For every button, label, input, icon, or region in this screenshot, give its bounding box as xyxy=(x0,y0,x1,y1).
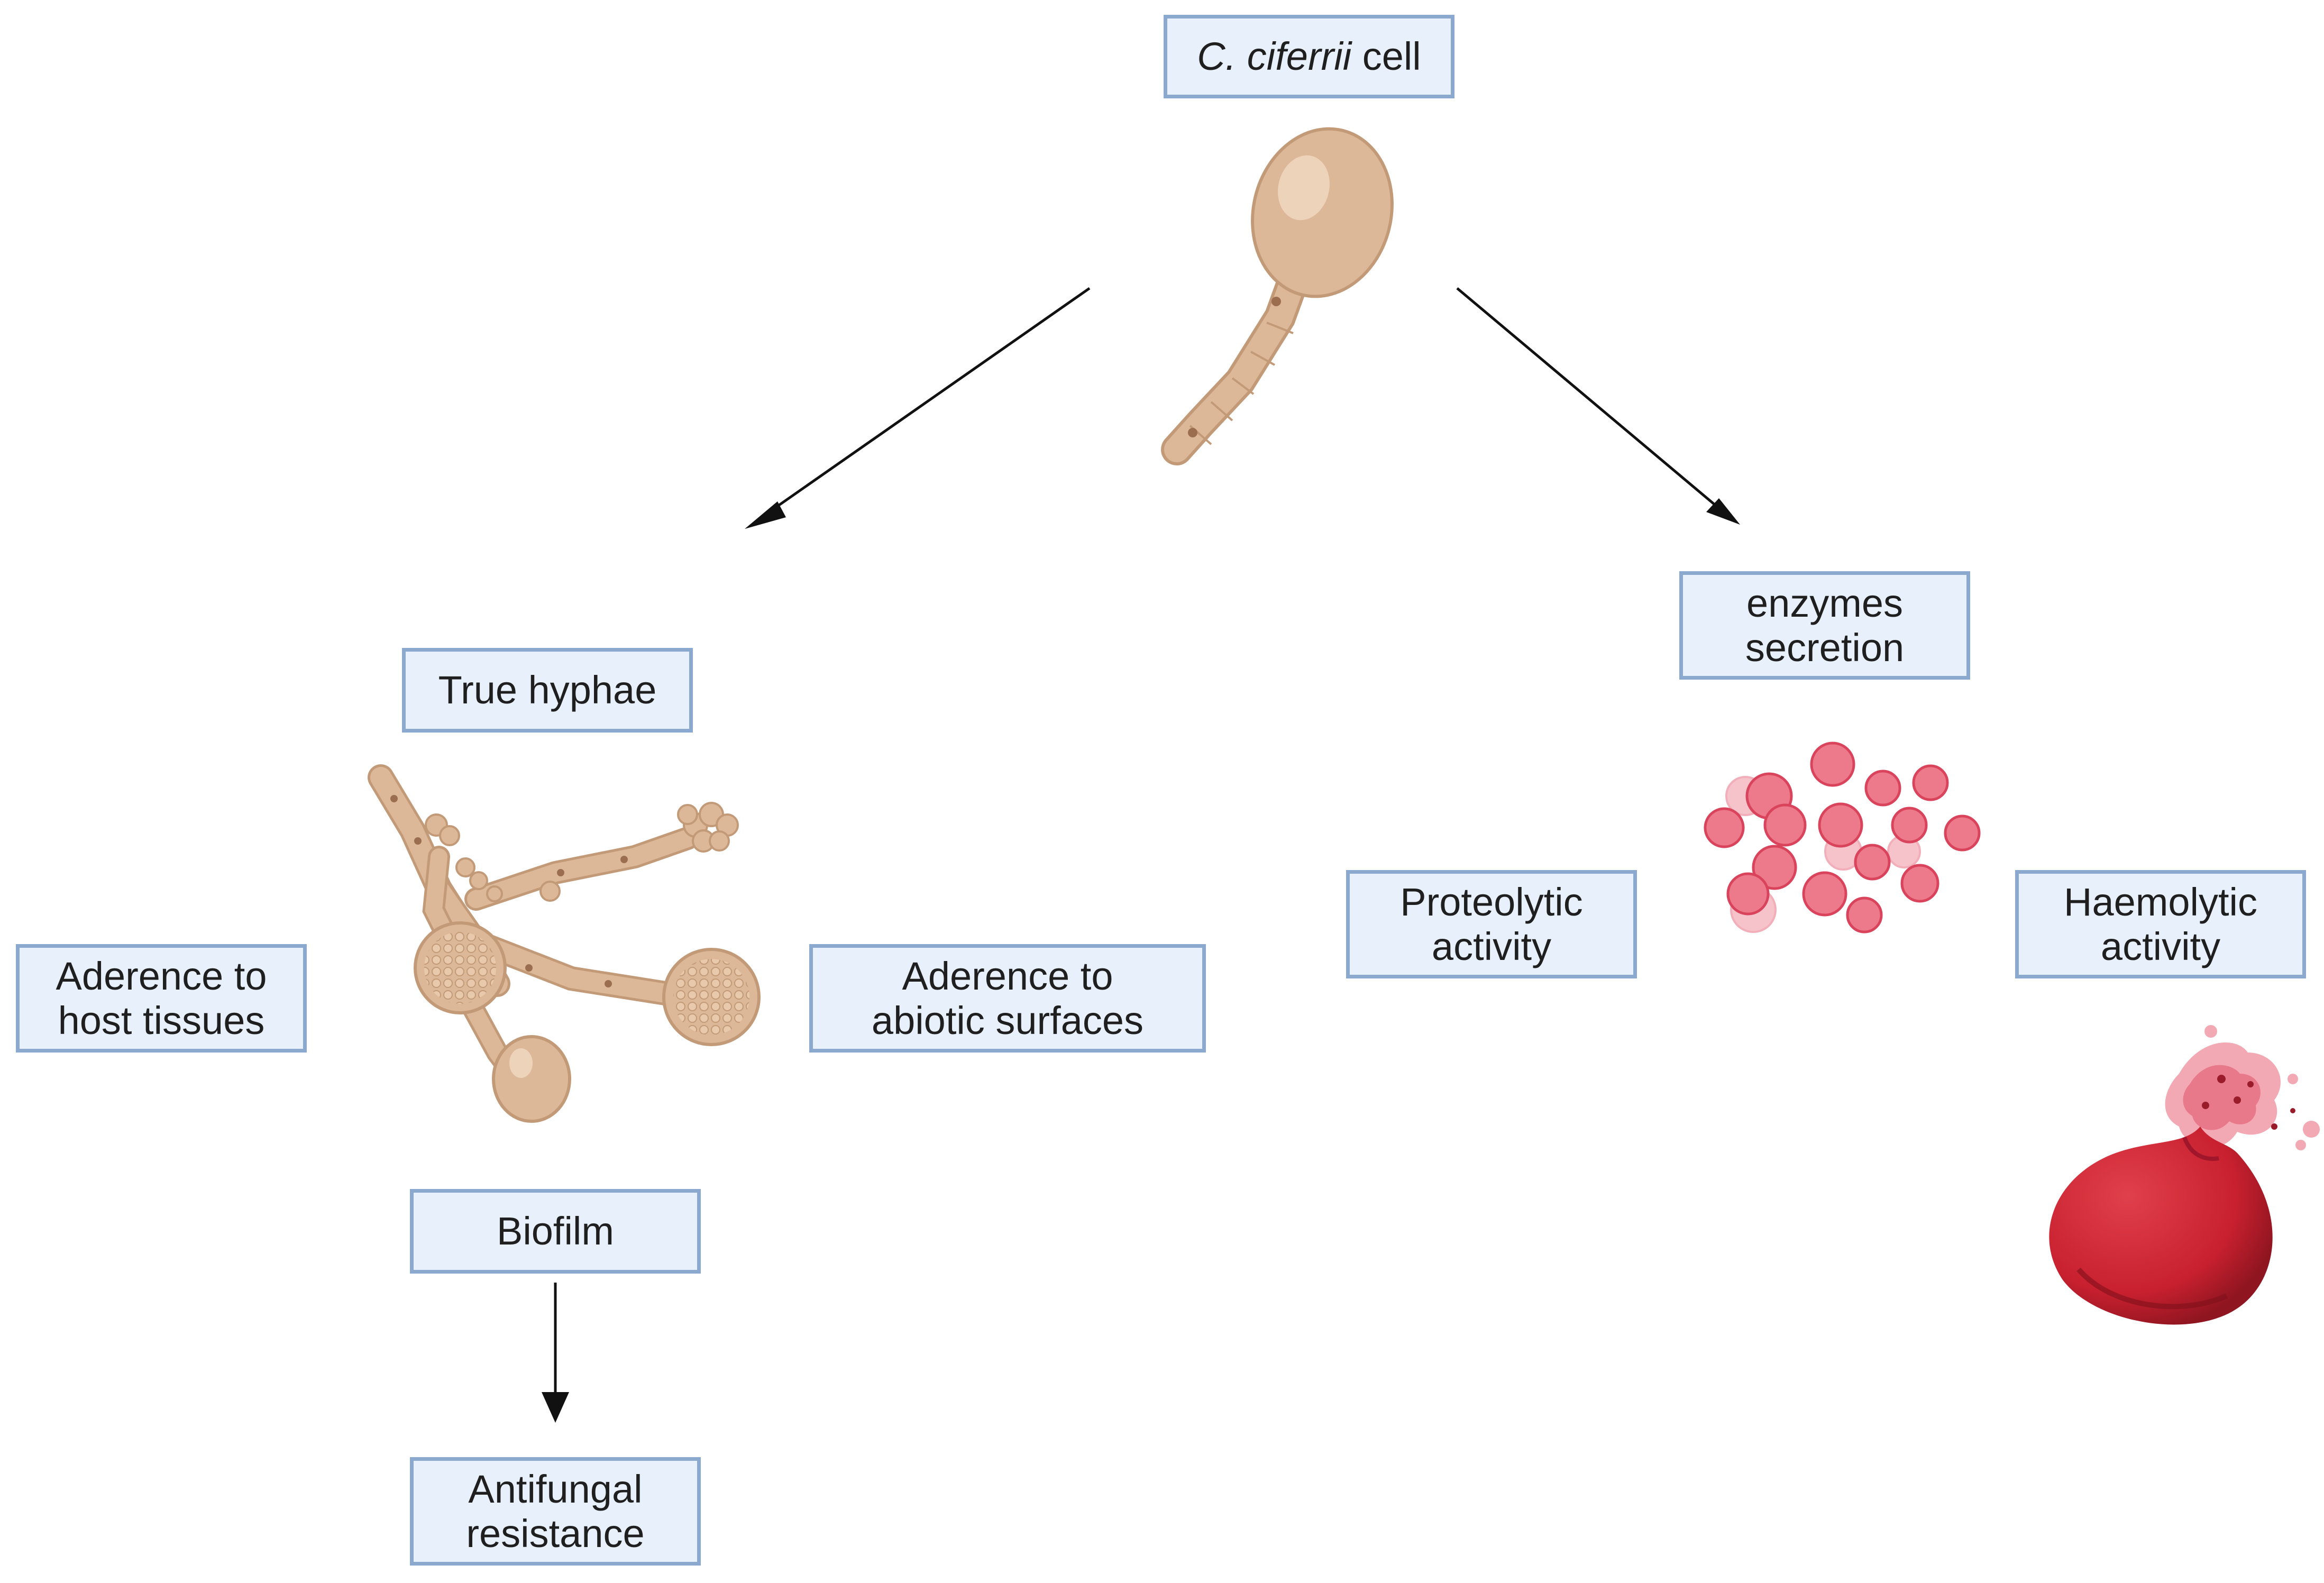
node-true-hyphae-text: True hyphae xyxy=(438,668,657,712)
node-haemolytic-activity: Haemolytic activity xyxy=(2015,870,2306,978)
node-proteolytic-activity: Proteolytic activity xyxy=(1346,870,1637,978)
node-true-hyphae: True hyphae xyxy=(402,648,693,733)
node-aderence-host-line1: Aderence to xyxy=(56,954,267,998)
node-antifungal-resistance: Antifungal resistance xyxy=(410,1457,701,1566)
node-enzymes-line2: secretion xyxy=(1745,625,1905,670)
lysed-red-blood-cell-illustration xyxy=(2049,1025,2320,1325)
node-aderence-abiotic-line1: Aderence to xyxy=(902,954,1113,998)
node-biofilm-text: Biofilm xyxy=(496,1209,615,1253)
node-proteolytic-line2: activity xyxy=(1431,924,1552,968)
node-ciferrii-cell-species: C. ciferrii xyxy=(1197,34,1352,78)
node-biofilm: Biofilm xyxy=(410,1189,701,1274)
edge-cell-to-enzymes xyxy=(1456,287,1740,525)
node-enzymes-line1: enzymes xyxy=(1746,581,1904,625)
node-aderence-abiotic-line2: abiotic surfaces xyxy=(871,998,1144,1042)
enzyme-particles-illustration xyxy=(1704,742,1981,934)
node-aderence-host-line2: host tissues xyxy=(58,998,265,1042)
ciferrii-cell-illustration xyxy=(1161,127,1394,465)
node-enzymes-secretion: enzymes secretion xyxy=(1679,571,1970,680)
node-proteolytic-line1: Proteolytic xyxy=(1400,880,1583,924)
node-ciferrii-cell: C. ciferrii cell xyxy=(1164,15,1454,98)
edge-cell-to-true-hyphae xyxy=(745,287,1091,529)
node-aderence-host-tissues: Aderence to host tissues xyxy=(16,944,307,1053)
true-hyphae-illustration xyxy=(368,764,761,1123)
node-antifungal-line1: Antifungal xyxy=(468,1467,643,1511)
node-aderence-abiotic-surfaces: Aderence to abiotic surfaces xyxy=(809,944,1206,1053)
node-haemolytic-line2: activity xyxy=(2100,924,2221,968)
node-haemolytic-line1: Haemolytic xyxy=(2064,880,2257,924)
node-ciferrii-cell-suffix: cell xyxy=(1351,34,1421,78)
edge-biofilm-to-antifungal xyxy=(542,1283,569,1423)
node-antifungal-line2: resistance xyxy=(466,1511,645,1555)
